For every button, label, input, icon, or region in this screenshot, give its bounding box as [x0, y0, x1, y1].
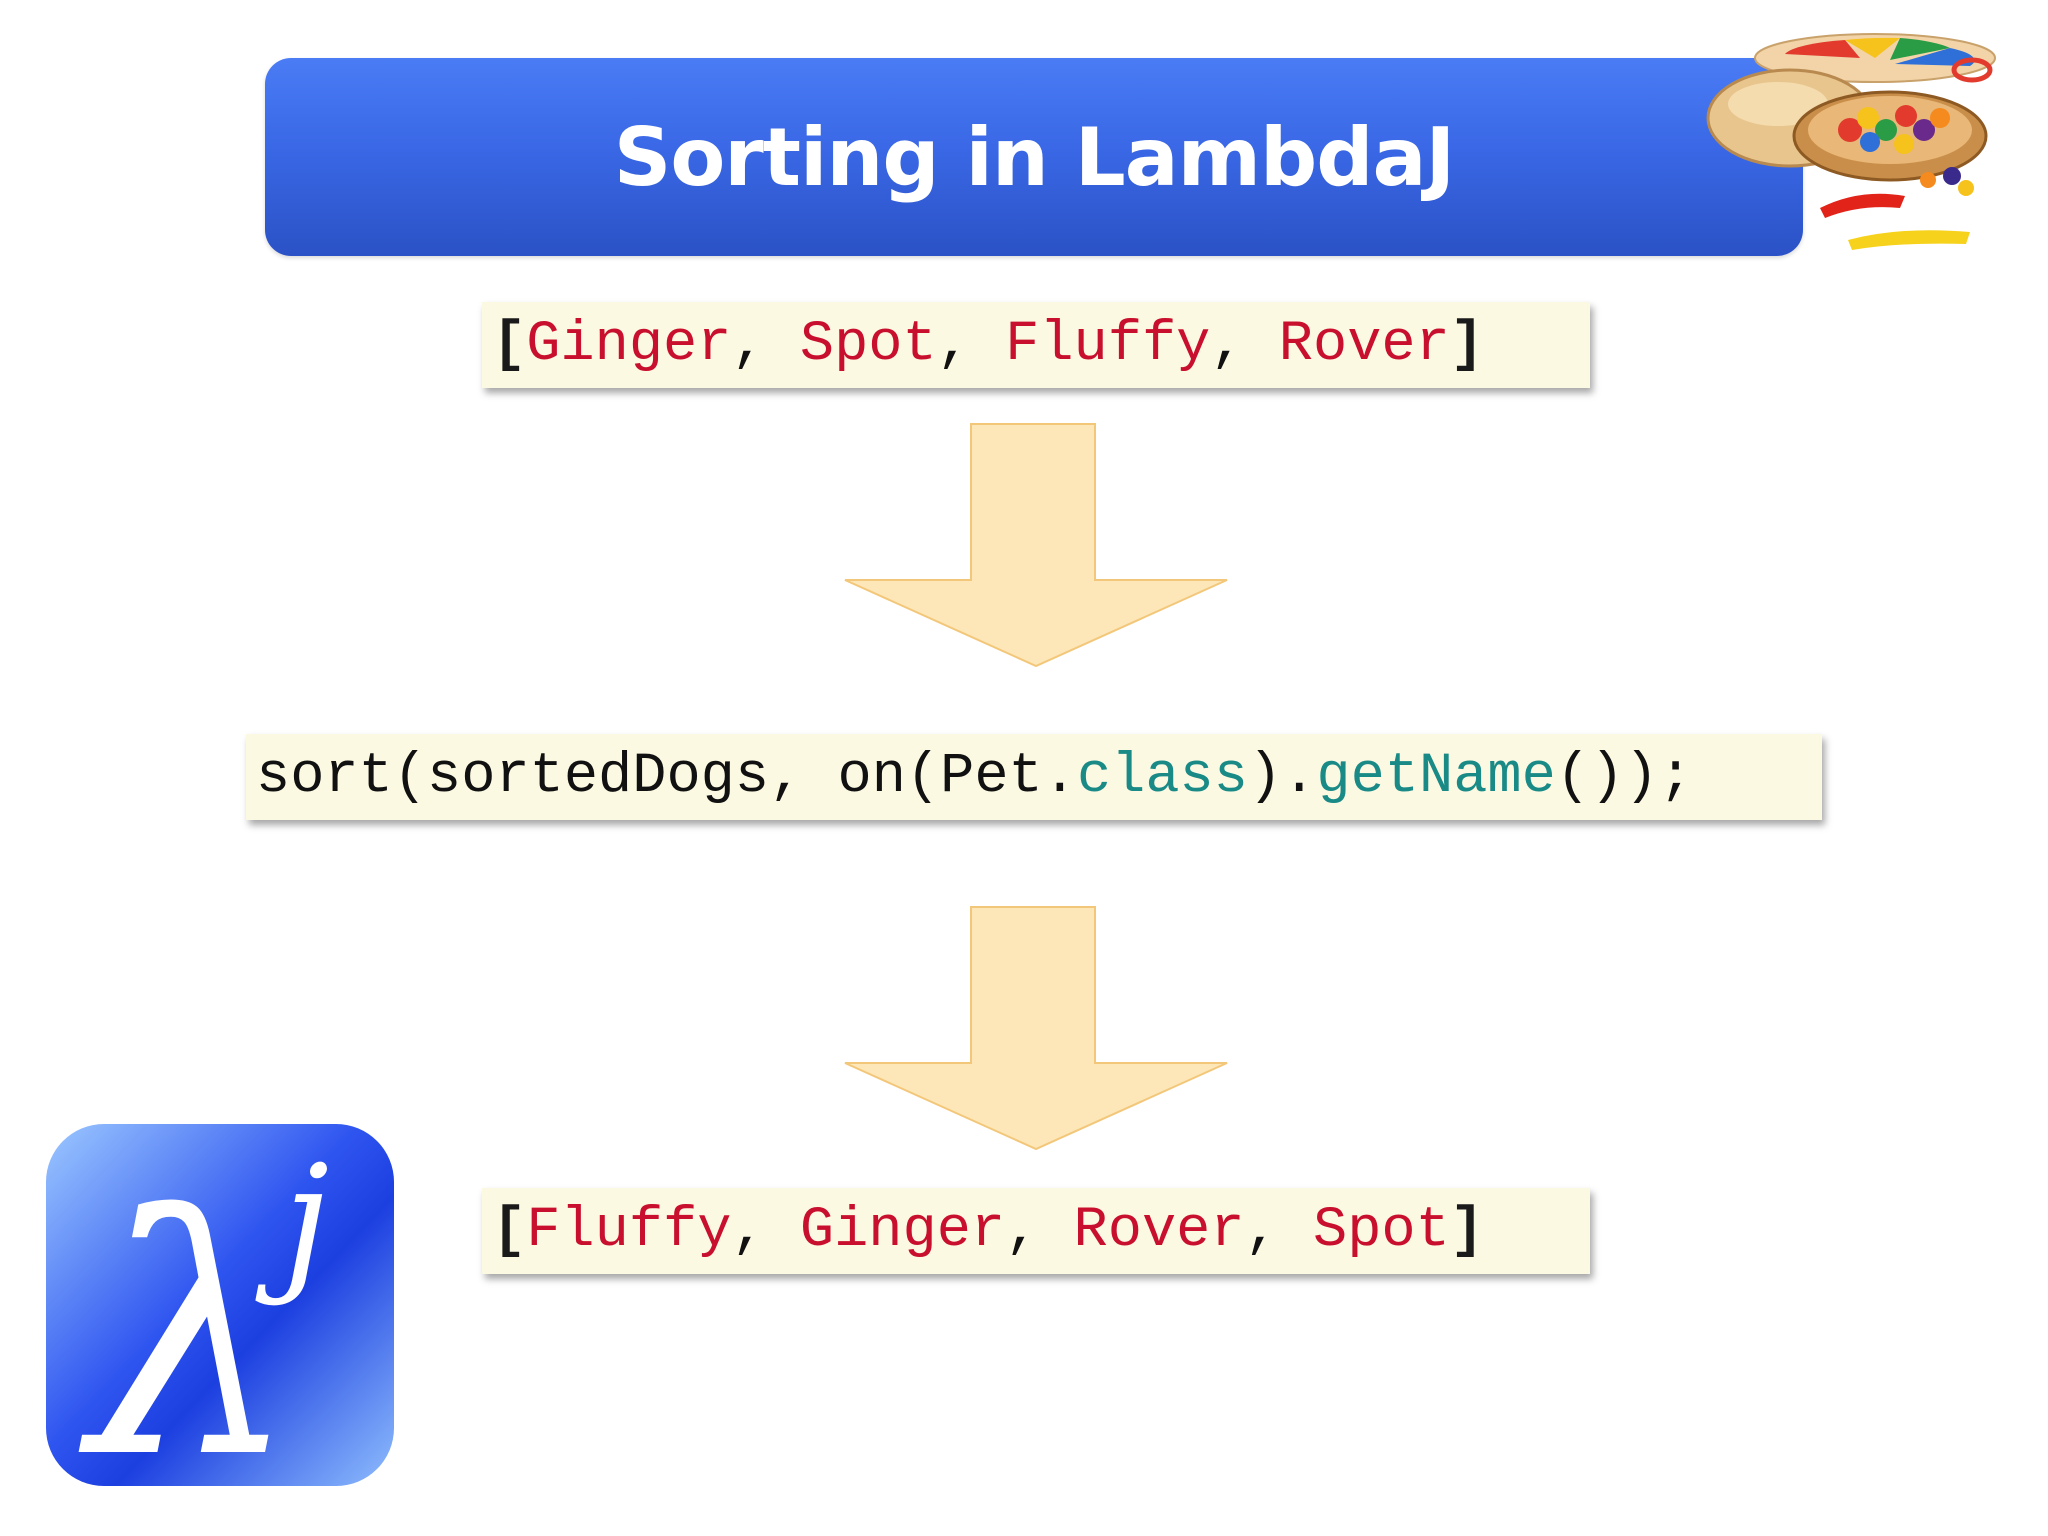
list-item: Rover	[1073, 1199, 1245, 1263]
list-separator: ,	[731, 313, 800, 377]
lambdaj-logo-icon: λ j	[46, 1124, 394, 1488]
list-separator: ,	[1210, 313, 1279, 377]
list-separator: ,	[1244, 1199, 1313, 1263]
close-bracket: ]	[1449, 1199, 1485, 1263]
down-arrow-icon	[844, 906, 1228, 1151]
open-bracket: [	[492, 313, 527, 377]
list-item: Ginger	[526, 313, 732, 377]
list-item: Fluffy	[1005, 313, 1211, 377]
code-punct: ).	[1247, 745, 1317, 809]
list-separator: ,	[731, 1199, 800, 1263]
list-item: Spot	[1312, 1199, 1450, 1263]
code-keyword-class: class	[1076, 745, 1248, 809]
list-item: Ginger	[799, 1199, 1006, 1263]
logo-lambda: λ	[74, 1146, 299, 1488]
list-item: Fluffy	[526, 1199, 732, 1263]
close-bracket: ]	[1449, 313, 1485, 377]
code-line-box: sort(sortedDogs, on(Pet.class).getName()…	[246, 734, 1822, 820]
slide-title: Sorting in LambdaJ	[613, 110, 1456, 204]
code-method-name: getName	[1316, 745, 1556, 809]
list-item: Spot	[799, 313, 937, 377]
food-plate-icon	[1706, 33, 1996, 250]
open-bracket: [	[492, 1199, 527, 1263]
list-separator: ,	[936, 313, 1006, 377]
input-list-box: [Ginger, Spot, Fluffy, Rover]	[482, 302, 1590, 388]
code-call: sort(sortedDogs, on(Pet.	[256, 745, 1077, 809]
code-end: ());	[1555, 745, 1693, 809]
list-separator: ,	[1005, 1199, 1074, 1263]
title-bar: Sorting in LambdaJ	[265, 58, 1803, 256]
output-list-box: [Fluffy, Ginger, Rover, Spot]	[482, 1188, 1590, 1274]
list-item: Rover	[1278, 313, 1450, 377]
down-arrow-icon	[844, 423, 1228, 668]
